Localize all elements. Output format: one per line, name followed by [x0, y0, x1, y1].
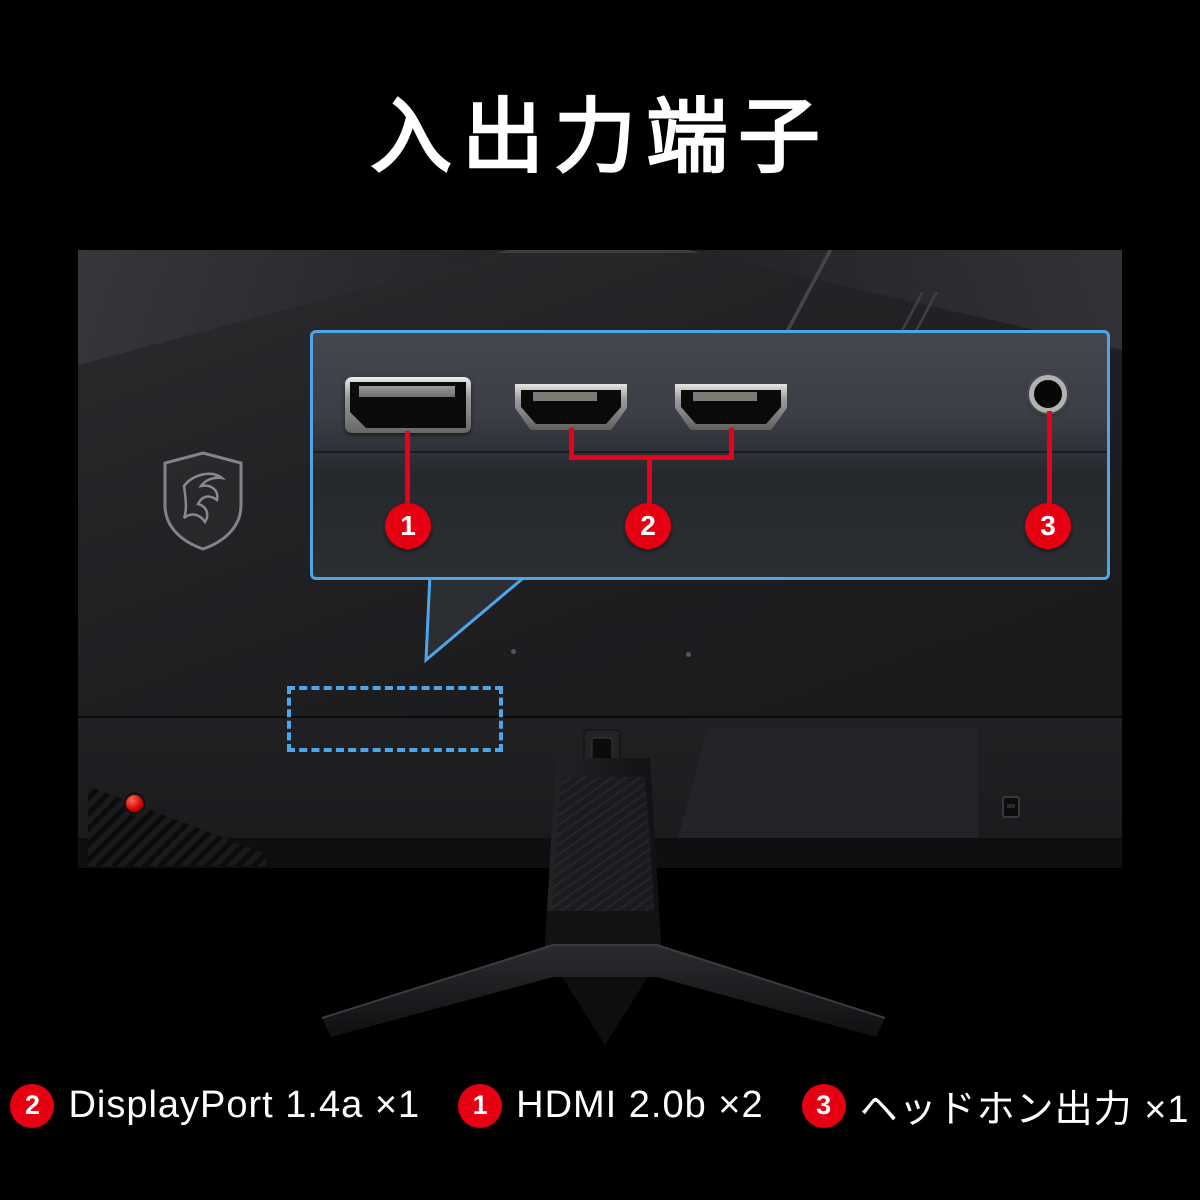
- stand-mount-plate: [678, 728, 978, 838]
- hdmi-tongue: [693, 392, 757, 401]
- legend-label-displayport: DisplayPort 1.4a ×1: [68, 1084, 421, 1126]
- callout-badge-3: 3: [1025, 503, 1071, 549]
- port-location-dashed-outline: [287, 686, 503, 752]
- msi-dragon-logo: [163, 451, 243, 551]
- legend-badge-headphone: 3: [801, 1083, 846, 1128]
- screw-dot: [511, 649, 516, 654]
- connector-line-hdmi2: [729, 428, 734, 458]
- legend-label-headphone: ヘッドホン出力 ×1: [859, 1089, 1190, 1131]
- monitor-top-edge: [78, 250, 1122, 253]
- power-button: [126, 795, 143, 812]
- legend-badge-hdmi: 1: [458, 1083, 503, 1128]
- legend-item-headphone: 3 ヘッドホン出力 ×1: [801, 1078, 1190, 1133]
- stand-neck-texture: [551, 777, 655, 915]
- hdmi-port-1: [515, 384, 627, 430]
- hdmi-port-2: [675, 384, 787, 430]
- legend: 2 DisplayPort 1.4a ×1 1 HDMI 2.0b ×2 3 ヘ…: [0, 1078, 1200, 1133]
- callout-pointer: [424, 572, 529, 664]
- io-ports-callout-box: 1 2 3: [310, 330, 1110, 580]
- stand-base-legs: [322, 945, 885, 1037]
- kensington-lock-slot: [1002, 796, 1020, 818]
- legend-item-hdmi: 1 HDMI 2.0b ×2: [458, 1083, 764, 1128]
- legend-label-hdmi: HDMI 2.0b ×2: [516, 1084, 764, 1126]
- kensington-slot-opening: [1007, 804, 1015, 808]
- connector-line-headphone: [1047, 411, 1052, 507]
- port-panel-recess-edge: [313, 451, 1107, 453]
- panel-seam: [78, 716, 1122, 718]
- callout-badge-1: 1: [385, 503, 431, 549]
- page-title: 入出力端子: [369, 92, 830, 183]
- legend-item-displayport: 2 DisplayPort 1.4a ×1: [10, 1083, 421, 1128]
- legend-badge-displayport: 2: [10, 1083, 55, 1128]
- headphone-jack: [1029, 375, 1067, 413]
- callout-badge-2: 2: [625, 503, 671, 549]
- monitor-stand: [321, 729, 886, 1045]
- connector-line-hdmi1: [569, 428, 574, 458]
- hdmi-tongue: [533, 392, 597, 401]
- stand-base-highlight: [321, 944, 886, 1019]
- displayport-tongue: [359, 386, 455, 397]
- screw-dot: [686, 652, 691, 657]
- displayport-port: [345, 377, 471, 433]
- connector-line-displayport: [405, 431, 410, 507]
- connector-line-hdmi-center: [647, 455, 652, 507]
